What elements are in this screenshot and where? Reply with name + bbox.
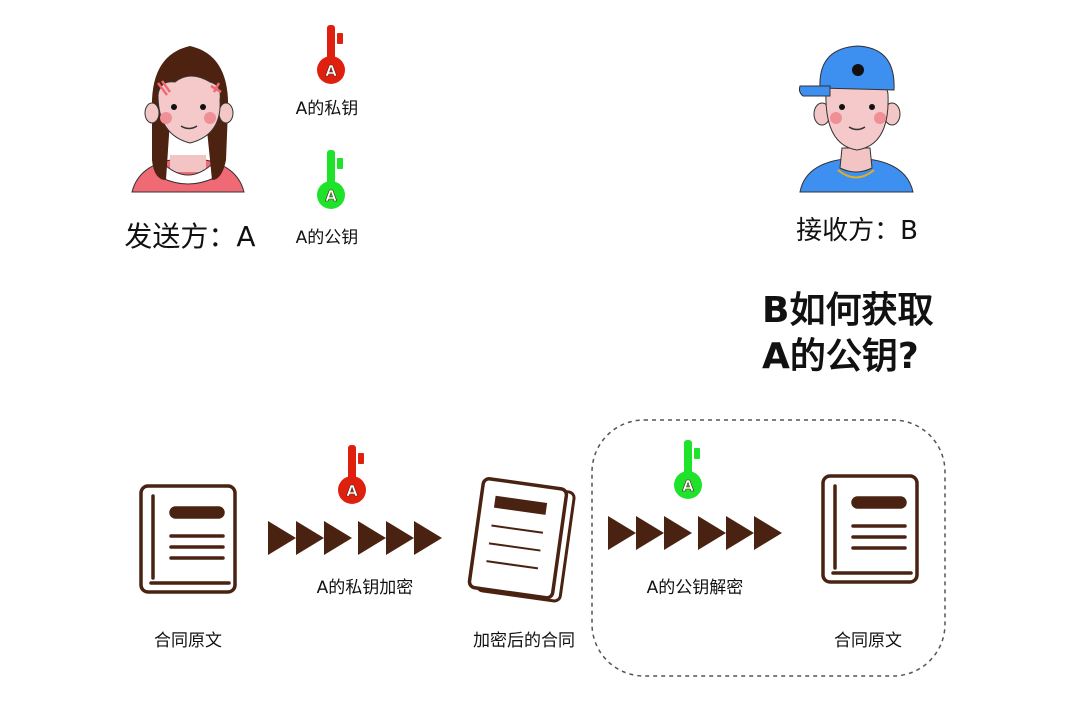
question-line-1: B如何获取 [762,290,934,331]
encrypt-arrows-icon [268,521,442,555]
receiver-avatar [798,45,914,193]
svg-text:A: A [346,482,358,500]
decrypted-contract-icon [821,474,919,584]
original-contract-label: 合同原文 [154,631,222,651]
question-heading: B如何获取 A的公钥? [762,288,933,380]
sender-avatar [131,46,245,193]
private-key-icon: A [338,445,366,504]
svg-text:A: A [682,477,694,495]
original-contract-icon [139,484,237,594]
svg-text:A: A [325,187,337,205]
sender-label: 发送方：A [124,220,256,253]
svg-text:A: A [325,62,337,80]
private-key-icon: A [317,25,345,84]
public-key-icon: A [317,150,345,209]
decrypt-arrows-icon [608,516,782,550]
encrypted-contract-label: 加密后的合同 [473,631,575,651]
result-contract-label: 合同原文 [834,631,902,651]
question-line-2: A的公钥? [762,336,919,377]
receiver-label: 接收方：B [796,216,918,246]
private-key-label: A的私钥 [295,99,359,119]
public-key-icon: A [674,440,702,499]
public-key-label: A的公钥 [295,228,359,248]
encrypted-contract-icon [467,477,576,603]
receiver-side-boundary [591,419,946,677]
encrypt-label: A的私钥加密 [316,578,414,598]
decrypt-label: A的公钥解密 [646,578,744,598]
